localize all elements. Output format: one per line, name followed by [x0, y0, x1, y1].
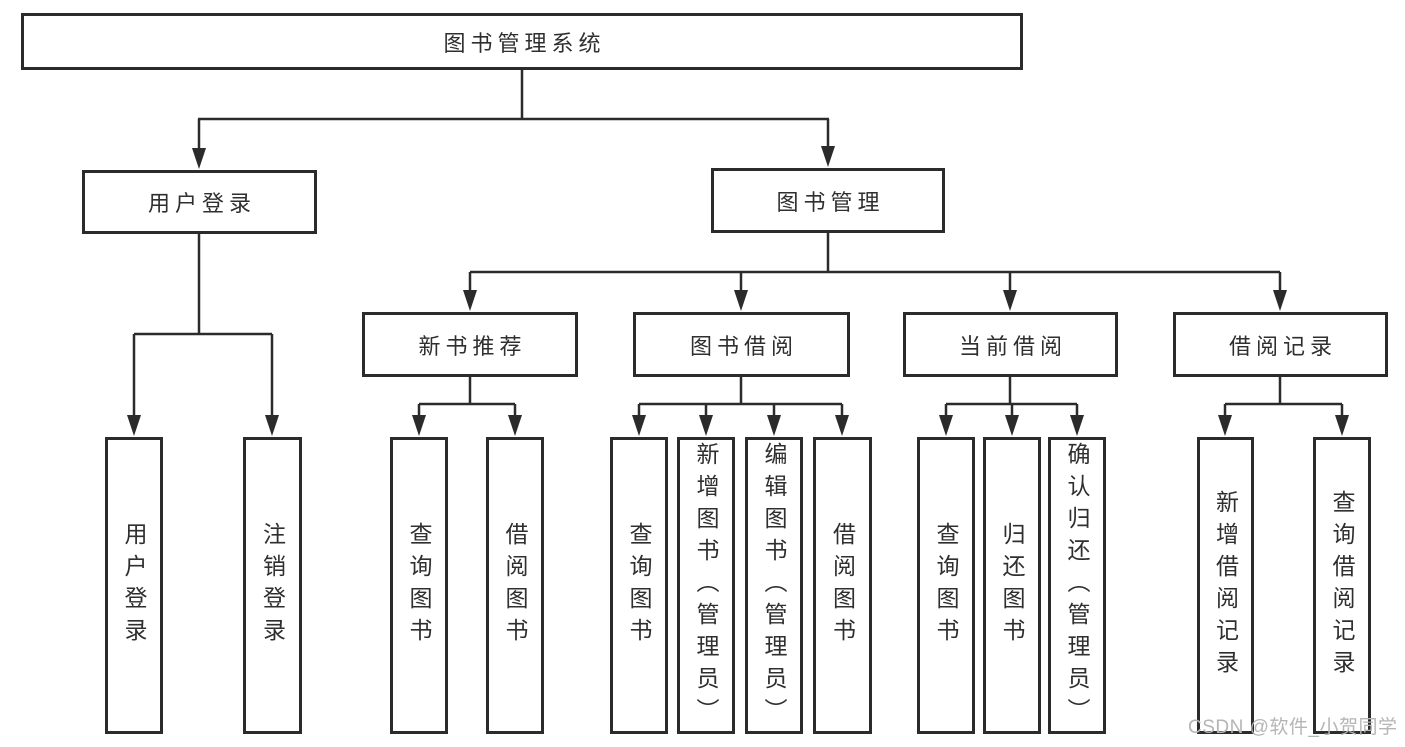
node-borrow-records: 借阅记录	[1173, 312, 1388, 377]
leaf-logout: 注销登录	[243, 437, 302, 734]
csdn-watermark: CSDN @软件_小贺同学	[1188, 717, 1398, 738]
node-current-borrowing: 当前借阅	[903, 312, 1118, 377]
node-book-management-label: 图书管理	[776, 189, 885, 215]
leaf-query-books-current: 查询图书	[917, 437, 975, 734]
connector-arrowheads	[127, 146, 1349, 436]
leaf-add-borrow-record-label: 新增借阅记录	[1212, 489, 1239, 682]
leaf-query-books-recommend: 查询图书	[390, 437, 448, 734]
leaf-query-borrow-record-label: 查询借阅记录	[1329, 489, 1355, 682]
node-book-management: 图书管理	[711, 168, 945, 233]
leaf-query-borrow-record: 查询借阅记录	[1313, 437, 1371, 734]
leaf-borrow-books-recommend-label: 借阅图书	[502, 521, 528, 650]
leaf-edit-book-admin-label: 编辑图书（管理员）	[761, 441, 787, 730]
leaf-query-books-recommend-label: 查询图书	[406, 521, 432, 650]
node-borrow-records-label: 借阅记录	[1228, 333, 1337, 359]
leaf-add-book-admin-label: 新增图书（管理员）	[693, 441, 719, 730]
leaf-confirm-return-admin-label: 确认归还（管理员）	[1064, 441, 1090, 730]
node-library-system-label: 图书管理系统	[443, 30, 606, 56]
node-book-borrowing: 图书借阅	[633, 312, 850, 377]
node-new-book-recommend-label: 新书推荐	[418, 333, 527, 359]
leaf-query-books-borrowing: 查询图书	[610, 437, 668, 734]
leaf-query-books-borrowing-label: 查询图书	[626, 521, 652, 650]
node-library-system: 图书管理系统	[21, 13, 1023, 70]
leaf-edit-book-admin: 编辑图书（管理员）	[745, 437, 803, 734]
leaf-confirm-return-admin: 确认归还（管理员）	[1048, 437, 1106, 734]
leaf-add-borrow-record: 新增借阅记录	[1197, 437, 1254, 734]
leaf-return-books-label: 归还图书	[999, 521, 1025, 650]
leaf-return-books: 归还图书	[983, 437, 1041, 734]
node-current-borrowing-label: 当前借阅	[958, 333, 1067, 359]
leaf-query-books-current-label: 查询图书	[933, 521, 959, 650]
leaf-borrow-books-label: 借阅图书	[829, 521, 856, 650]
leaf-borrow-books: 借阅图书	[813, 437, 872, 734]
node-book-borrowing-label: 图书借阅	[689, 333, 798, 359]
node-user-login-label: 用户登录	[147, 191, 256, 216]
leaf-logout-label: 注销登录	[259, 521, 286, 650]
node-new-book-recommend: 新书推荐	[362, 312, 578, 377]
leaf-add-book-admin: 新增图书（管理员）	[677, 437, 735, 734]
leaf-borrow-books-recommend: 借阅图书	[486, 437, 544, 734]
connector-stems	[132, 69, 1344, 419]
leaf-user-login-label: 用户登录	[121, 521, 147, 650]
node-user-login: 用户登录	[82, 170, 317, 234]
leaf-user-login: 用户登录	[105, 437, 163, 734]
